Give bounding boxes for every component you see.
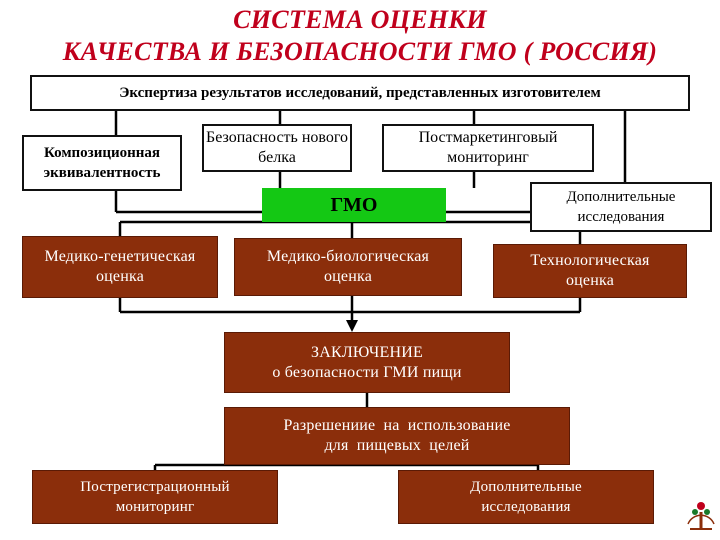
permission-line-2: для пищевых целей	[324, 437, 470, 454]
postregistration-monitoring-box: Пострегистрационный мониторинг	[32, 470, 278, 524]
conclusion-subtitle: о безопасности ГМИ пищи	[272, 363, 462, 381]
gmo-box: ГМО	[262, 188, 446, 222]
additional-research-top-box: Дополнительные исследования	[530, 182, 712, 232]
composition-box: Композиционная эквивалентность	[22, 135, 182, 191]
additional-research-bottom-box: Дополнительные исследования	[398, 470, 654, 524]
conclusion-box: ЗАКЛЮЧЕНИЕ о безопасности ГМИ пищи	[224, 332, 510, 393]
medbio-assessment-box: Медико-биологическая оценка	[234, 238, 462, 296]
title-line-2: КАЧЕСТВА И БЕЗОПАСНОСТИ ГМО ( РОССИЯ)	[62, 37, 658, 66]
protein-safety-box: Безопасность нового белка	[202, 124, 352, 172]
tech-assessment-box: Технологическая оценка	[493, 244, 687, 298]
medgen-assessment-box: Медико-генетическая оценка	[22, 236, 218, 298]
conclusion-title: ЗАКЛЮЧЕНИЕ	[311, 343, 423, 361]
permission-line-1: Разрешениие на использование	[283, 417, 511, 434]
title-line-1: СИСТЕМА ОЦЕНКИ	[233, 5, 487, 34]
postmarket-box: Постмаркетинговый мониторинг	[382, 124, 594, 172]
expertise-box: Экспертиза результатов исследований, пре…	[30, 75, 690, 111]
permission-box: Разрешениие на использование для пищевых…	[224, 407, 570, 465]
institute-logo-icon	[687, 502, 715, 530]
